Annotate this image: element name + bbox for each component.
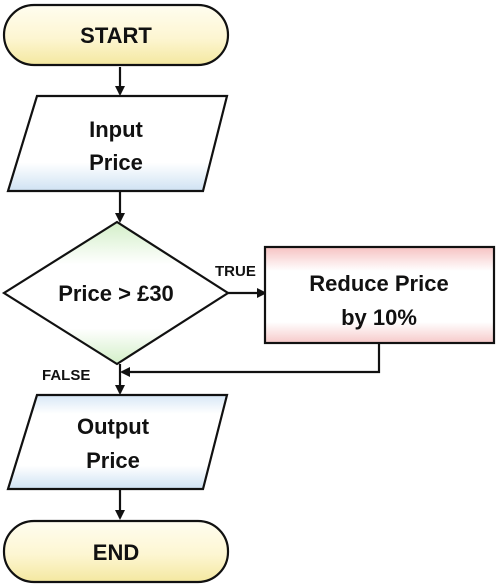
input-node: Input Price — [6, 94, 229, 193]
edge-process-return — [120, 344, 381, 377]
end-node: END — [2, 519, 230, 584]
decision-label: Price > £30 — [58, 281, 174, 306]
process-node: Reduce Price by 10% — [263, 245, 496, 345]
start-node: START — [2, 3, 230, 67]
output-label-line1: Output — [77, 414, 150, 439]
input-label-line1: Input — [89, 117, 143, 142]
true-label: TRUE — [215, 263, 256, 280]
false-label: FALSE — [42, 367, 90, 384]
input-label-line2: Price — [89, 150, 143, 175]
start-label: START — [80, 23, 152, 48]
end-label: END — [93, 540, 139, 565]
output-node: Output Price — [6, 393, 229, 491]
output-label-line2: Price — [86, 448, 140, 473]
connectors — [115, 67, 381, 520]
process-label-line2: by 10% — [341, 305, 417, 330]
decision-node: Price > £30 — [1, 220, 231, 366]
process-label-line1: Reduce Price — [309, 271, 448, 296]
